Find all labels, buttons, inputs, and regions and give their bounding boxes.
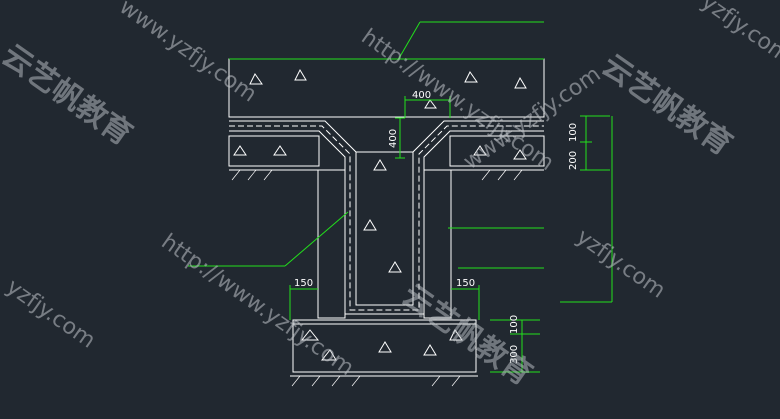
dim-left-150: 150 xyxy=(294,278,313,289)
watermark-url-6: yzfjy.com xyxy=(697,0,780,69)
watermark-url-3: http://www.yzfjy.com xyxy=(157,229,359,381)
watermarks: www.yzfjy.com http://www.yzfjy.com http:… xyxy=(0,0,780,393)
watermark-cn-1: 云艺帆教育 xyxy=(0,38,138,153)
dim-top-depth: 400 xyxy=(388,129,399,148)
dim-right-100: 100 xyxy=(568,123,579,142)
base-footing xyxy=(290,319,478,387)
watermark-cn-2: 云艺帆教育 xyxy=(595,48,738,163)
top-slab xyxy=(228,58,545,118)
dim-base-300: 300 xyxy=(509,345,520,364)
inner-concrete xyxy=(355,151,414,306)
watermark-url-5: yzfjy.com xyxy=(572,224,670,303)
watermark-cn-3: 云艺帆教育 xyxy=(395,278,538,393)
lower-slab xyxy=(228,135,545,181)
dim-top-width: 400 xyxy=(412,90,431,101)
leaders-and-dims xyxy=(188,21,613,373)
watermark-url-1: www.yzfjy.com xyxy=(115,0,261,107)
trench-walls xyxy=(317,169,452,319)
dim-right-200: 200 xyxy=(568,151,579,170)
watermark-url-2: http://www.yzfjy.com xyxy=(357,24,559,176)
watermark-url-7: yzfjy.com xyxy=(2,274,100,353)
dim-base-100: 100 xyxy=(509,315,520,334)
dim-right-150: 150 xyxy=(456,278,475,289)
